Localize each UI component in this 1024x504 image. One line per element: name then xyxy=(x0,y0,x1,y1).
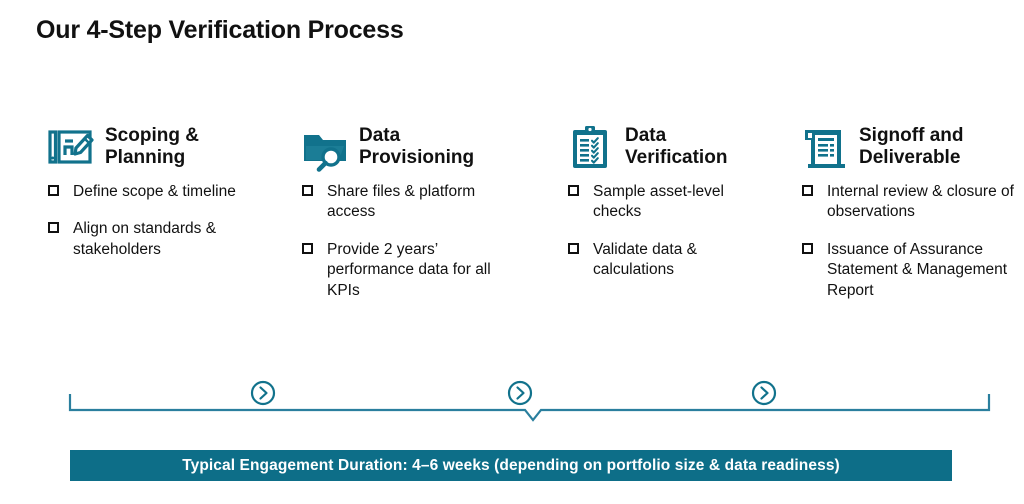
step-bullet-list: Internal review & closure of observation… xyxy=(800,182,1015,301)
step-bullet-list: Sample asset-level checks Validate data … xyxy=(566,182,751,281)
list-item: Share files & platform access xyxy=(300,182,500,223)
blueprint-pencil-icon xyxy=(48,130,94,164)
checkbox-square-icon xyxy=(48,222,59,234)
list-item: Internal review & closure of observation… xyxy=(800,182,1015,223)
step-bullet-list: Define scope & timeline Align on standar… xyxy=(46,182,251,260)
bullet-text: Sample asset-level checks xyxy=(593,183,724,221)
step-header: Scoping & Planning xyxy=(46,122,251,172)
checkbox-square-icon xyxy=(568,242,579,254)
bullet-text: Share files & platform access xyxy=(327,183,476,221)
chevron-right-circle-icon xyxy=(751,380,777,406)
step-bullet-list: Share files & platform access Provide 2 … xyxy=(300,182,500,301)
horizontal-brace xyxy=(62,392,997,422)
step-header: Data Provisioning xyxy=(300,122,500,172)
process-steps: Scoping & Planning Define scope & timeli… xyxy=(0,122,1024,406)
checkbox-square-icon xyxy=(302,242,313,254)
bullet-text: Validate data & calculations xyxy=(593,240,697,279)
bullet-text: Provide 2 years’ performance data for al… xyxy=(327,240,491,299)
list-item: Define scope & timeline xyxy=(46,182,251,202)
checkbox-square-icon xyxy=(302,185,313,196)
page-title: Our 4-Step Verification Process xyxy=(36,16,404,44)
step-data-provisioning: Data Provisioning Share files & platform… xyxy=(300,122,500,301)
pencil-part xyxy=(73,133,94,156)
list-item: Issuance of Assurance Statement & Manage… xyxy=(800,240,1015,301)
checkbox-square-icon xyxy=(48,185,59,196)
document-report-icon xyxy=(805,130,845,168)
list-item: Provide 2 years’ performance data for al… xyxy=(300,240,500,301)
chevron-right-circle-icon xyxy=(507,380,533,406)
list-item: Align on standards & stakeholders xyxy=(46,219,251,260)
step-title: Scoping & Planning xyxy=(105,125,199,168)
step-signoff-deliverable: Signoff and Deliverable Internal review … xyxy=(800,122,1015,301)
bullet-text: Issuance of Assurance Statement & Manage… xyxy=(827,240,1008,299)
step-title: Data Provisioning xyxy=(359,125,475,168)
checkbox-square-icon xyxy=(802,242,813,254)
checkbox-square-icon xyxy=(568,185,579,196)
step-scoping-planning: Scoping & Planning Define scope & timeli… xyxy=(46,122,251,260)
bullet-text: Define scope & timeline xyxy=(73,183,236,200)
checkbox-square-icon xyxy=(802,185,813,196)
list-item: Validate data & calculations xyxy=(566,240,751,281)
bullet-text: Align on standards & stakeholders xyxy=(73,220,217,258)
duration-banner: Typical Engagement Duration: 4–6 weeks (… xyxy=(70,450,952,481)
step-header: Signoff and Deliverable xyxy=(800,122,1015,172)
step-data-verification: Data Verification Sample asset-level che… xyxy=(566,122,751,281)
step-header: Data Verification xyxy=(566,122,751,172)
step-title: Signoff and Deliverable xyxy=(859,125,964,168)
bullet-text: Internal review & closure of observation… xyxy=(827,183,1014,221)
step-title: Data Verification xyxy=(625,125,728,168)
folder-search-icon xyxy=(304,135,346,172)
list-item: Sample asset-level checks xyxy=(566,182,751,223)
chevron-right-circle-icon xyxy=(250,380,276,406)
clipboard-check-icon xyxy=(573,126,607,168)
